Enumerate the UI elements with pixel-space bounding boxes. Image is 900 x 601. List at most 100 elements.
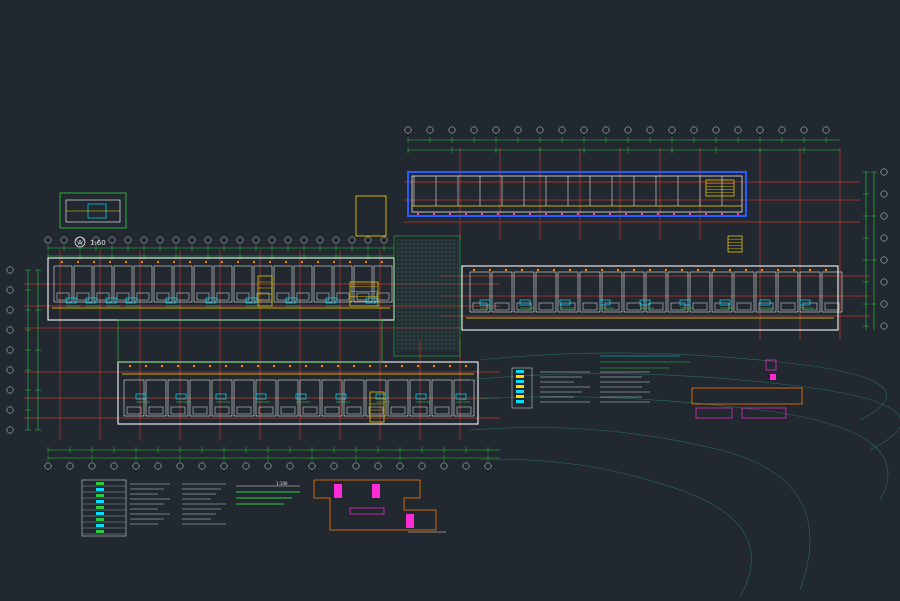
grid-bubble <box>132 462 140 470</box>
room <box>689 271 711 313</box>
room-bath <box>136 292 150 301</box>
grid-bubble <box>822 126 830 134</box>
marker-dot <box>288 364 292 368</box>
room <box>343 379 365 417</box>
grid-bubble <box>60 236 68 244</box>
marker-dot <box>664 268 668 272</box>
room-bath <box>196 292 210 301</box>
fixture <box>255 393 267 400</box>
room <box>93 265 113 303</box>
marker-dot <box>648 268 652 272</box>
grid-bubble <box>756 126 764 134</box>
marker-dot <box>400 364 404 368</box>
grid-bubble <box>264 462 272 470</box>
grid-bubble <box>286 462 294 470</box>
plumbing-fixtures <box>65 179 814 423</box>
fixture <box>335 393 347 400</box>
marker-dot <box>140 260 144 264</box>
grid-bubble <box>6 406 14 414</box>
fixture <box>455 393 467 400</box>
marker-dot <box>464 212 468 216</box>
room-bath <box>302 406 318 415</box>
room <box>73 265 93 303</box>
room <box>133 265 153 303</box>
marker-dot <box>744 268 748 272</box>
equipment-detail-right <box>691 359 803 419</box>
room <box>123 379 145 417</box>
marker-dot <box>172 260 176 264</box>
marker-dot <box>736 212 740 216</box>
fixture <box>85 297 97 304</box>
room-bath <box>316 292 330 301</box>
room-bath <box>670 302 686 311</box>
legend-swatch <box>96 524 104 527</box>
fixture <box>799 299 811 306</box>
grid-bubble <box>6 306 14 314</box>
room-bath <box>96 292 110 301</box>
grid-bubble <box>44 462 52 470</box>
room <box>353 265 373 303</box>
room <box>189 379 211 417</box>
grid-bubble <box>880 190 888 198</box>
marker-dot <box>704 212 708 216</box>
legend-swatch <box>96 482 104 485</box>
marker-dot <box>504 268 508 272</box>
marker-dot <box>528 212 532 216</box>
grid-bubble <box>880 322 888 330</box>
dimension-lines <box>6 126 888 470</box>
room-bath <box>648 302 664 311</box>
detail-label: 1:60 <box>90 239 106 247</box>
grid-bubble <box>110 462 118 470</box>
grid-bubble <box>242 462 250 470</box>
legend-swatch <box>516 395 524 398</box>
grid-bubble <box>492 126 500 134</box>
room <box>387 379 409 417</box>
marker-dot <box>208 364 212 368</box>
room-bath <box>56 292 70 301</box>
grid-bubble <box>88 462 96 470</box>
room <box>821 271 843 313</box>
room <box>491 271 513 313</box>
fixture <box>105 297 117 304</box>
marker-dot <box>384 364 388 368</box>
fixture <box>479 299 491 306</box>
structural-grid-lines <box>24 148 870 440</box>
fixture <box>519 299 531 306</box>
grid-bubble <box>880 256 888 264</box>
marker-dot <box>712 268 716 272</box>
courtyard-hatch <box>396 239 459 352</box>
marker-dot <box>536 268 540 272</box>
grid-bubble <box>154 462 162 470</box>
grid-bubble <box>156 236 164 244</box>
room <box>313 265 333 303</box>
marker-dot <box>696 268 700 272</box>
room-bath <box>148 406 164 415</box>
marker-dot <box>520 268 524 272</box>
marker-dot <box>348 260 352 264</box>
room-bath <box>538 302 554 311</box>
room-bath <box>116 292 130 301</box>
fixture <box>559 299 571 306</box>
grid-bubble <box>624 126 632 134</box>
room <box>733 271 755 313</box>
room-bath <box>192 406 208 415</box>
marker-dot <box>592 212 596 216</box>
grid-bubble <box>448 126 456 134</box>
room <box>113 265 133 303</box>
grid-bubble <box>284 236 292 244</box>
room-bath <box>126 406 142 415</box>
marker-dot <box>224 364 228 368</box>
marker-dot <box>568 268 572 272</box>
legend-swatch <box>96 488 104 491</box>
grid-bubble <box>300 236 308 244</box>
marker-dot <box>720 212 724 216</box>
marker-dot <box>156 260 160 264</box>
room <box>409 379 431 417</box>
room <box>755 271 777 313</box>
grid-bubble <box>332 236 340 244</box>
legend-swatch <box>96 500 104 503</box>
marker-dot <box>368 364 372 368</box>
room-bath <box>276 292 290 301</box>
